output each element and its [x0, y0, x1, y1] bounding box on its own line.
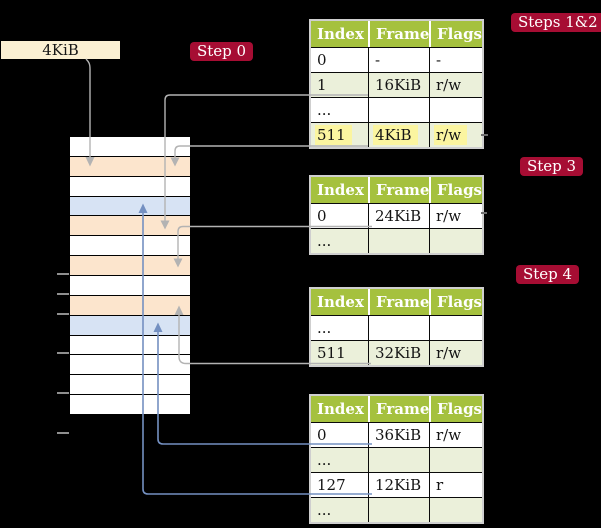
column-header: Index [311, 289, 368, 315]
table-cell: 0 [311, 423, 368, 447]
memory-frame-row [70, 316, 190, 335]
table-row: ... [311, 228, 482, 253]
table-cell: r/w [429, 204, 482, 228]
memory-column [57, 137, 190, 434]
table-cell: ... [311, 498, 368, 522]
address-tick-mark [57, 352, 69, 354]
column-header: Index [311, 177, 368, 203]
address-tick-mark [57, 392, 69, 394]
table-cell: 36KiB [368, 423, 429, 447]
table-cell: r/w [429, 73, 482, 97]
table-cell [429, 448, 482, 472]
memory-frame-row [70, 197, 190, 215]
table-cell [368, 316, 429, 340]
table-row: ... [311, 315, 482, 340]
memory-frame-row [70, 177, 190, 196]
memory-frame-row [70, 296, 190, 315]
table-cell: 511 [311, 123, 368, 147]
table-cell: 16KiB [368, 73, 429, 97]
table-row: ... [311, 97, 482, 122]
table-cell: 511 [311, 341, 368, 365]
table-cell [429, 498, 482, 522]
table-cell [368, 448, 429, 472]
memory-frame-row [70, 336, 190, 354]
table-row: 0-- [311, 47, 482, 72]
table-cell: ... [311, 316, 368, 340]
address-tick-mark [57, 313, 69, 315]
memory-frame-row [70, 375, 190, 394]
column-header: Frame [368, 289, 429, 315]
address-tick-mark [57, 432, 69, 434]
table-cell [368, 98, 429, 122]
table-cell: ... [311, 229, 368, 253]
table-cell: r [429, 473, 482, 497]
page-size-box: 4KiB [1, 41, 120, 59]
column-header: Flags [429, 396, 482, 422]
table-cell: ... [311, 98, 368, 122]
step-0-badge: Step 0 [190, 42, 254, 61]
memory-frame-row [70, 395, 190, 414]
memory-frame-row [70, 276, 190, 295]
column-header: Frame [368, 177, 429, 203]
memory-frame-row [70, 355, 190, 374]
memory-frame-row [70, 236, 190, 255]
table-row: ... [311, 497, 482, 522]
table-cell: 127 [311, 473, 368, 497]
table-cell: 4KiB [368, 123, 429, 147]
highlighted-value: 511 [315, 125, 352, 145]
steps-1-2-badge: Steps 1&2 [511, 13, 601, 32]
column-header: Frame [368, 396, 429, 422]
table-cell: r/w [429, 341, 482, 365]
table-cell: 1 [311, 73, 368, 97]
address-tick-mark [57, 273, 69, 275]
table-cell: 32KiB [368, 341, 429, 365]
table-cell: r/w [429, 123, 482, 147]
table-row: ... [311, 447, 482, 472]
column-header: Flags [429, 21, 482, 47]
column-header: Flags [429, 289, 482, 315]
step-3-badge: Step 3 [520, 157, 584, 176]
memory-frame-row [70, 216, 190, 235]
memory-frame-row [70, 256, 190, 275]
memory-frame-row [70, 157, 190, 176]
memory-frame-row [70, 137, 190, 156]
table-cell: - [368, 48, 429, 72]
table-cell: - [429, 48, 482, 72]
column-header: Index [311, 21, 368, 47]
column-header: Index [311, 396, 368, 422]
table-cell: 0 [311, 204, 368, 228]
table-cell: 12KiB [368, 473, 429, 497]
step-4-badge: Step 4 [516, 265, 580, 284]
table-cell: 0 [311, 48, 368, 72]
table-cell [429, 98, 482, 122]
table-row: 511 4KiB r/w [311, 122, 482, 147]
highlighted-value: r/w [434, 125, 468, 145]
address-tick-mark [57, 293, 69, 295]
table-cell: ... [311, 448, 368, 472]
table-cell [429, 316, 482, 340]
column-header: Frame [368, 21, 429, 47]
table-cell: 24KiB [368, 204, 429, 228]
column-header: Flags [429, 177, 482, 203]
table-cell [368, 229, 429, 253]
table-cell [429, 229, 482, 253]
page-size-label: 4KiB [42, 41, 79, 59]
highlighted-value: 4KiB [373, 125, 418, 145]
table-cell [368, 498, 429, 522]
table-cell: r/w [429, 423, 482, 447]
